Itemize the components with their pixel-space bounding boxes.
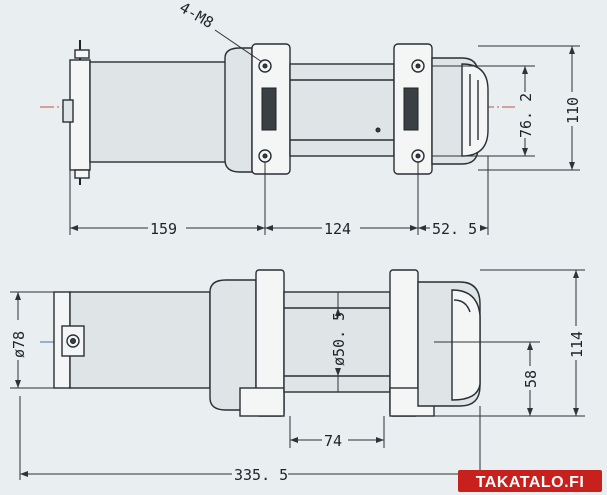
front-arrow-78-down — [15, 380, 21, 388]
dim-74-label: 74 — [324, 432, 342, 450]
dim-114-bg — [567, 326, 585, 360]
top-terminal-block — [62, 99, 74, 123]
top-drum — [289, 63, 395, 157]
top-arrow-110-up — [569, 46, 575, 54]
bolt-callout-label: 4-M8 — [176, 0, 216, 32]
front-view: ø78 ø50. 5 74 335. 5 58 — [9, 269, 586, 484]
top-arrow-5 — [418, 225, 426, 231]
dim-52-5-label: 52. 5 — [432, 220, 477, 238]
front-arrow-114-up — [573, 270, 579, 278]
top-gear-cover — [461, 63, 489, 157]
dim-76-2-bg — [516, 92, 534, 138]
front-arrow-58-up — [527, 342, 533, 350]
dia-50-5-label: ø50. 5 — [330, 312, 348, 366]
dim-335-5-label: 335. 5 — [234, 466, 288, 484]
top-arrow-3 — [265, 225, 273, 231]
front-arrow-114-down — [573, 408, 579, 416]
dim-159-bg — [148, 219, 186, 237]
watermark-badge: TAKATALO.FI — [458, 470, 602, 492]
front-arrow-58-down — [527, 408, 533, 416]
top-motor-body — [89, 61, 231, 163]
top-right-slot — [403, 87, 419, 131]
dim-114-label: 114 — [568, 331, 586, 358]
front-gear-rib — [453, 299, 471, 313]
top-arrow-1 — [70, 225, 78, 231]
front-arrow-74-right — [376, 437, 384, 443]
top-view: 4-M8 159 124 52. 5 76. 2 110 — [40, 0, 582, 238]
top-arrow-76-up — [522, 66, 528, 74]
dim-52-5-bg — [430, 219, 480, 237]
top-arrow-2 — [257, 225, 265, 231]
dim-74-bg — [322, 431, 348, 449]
top-arrow-6 — [480, 225, 488, 231]
front-gear-cover — [451, 289, 481, 401]
dim-58-bg — [521, 366, 539, 390]
front-arrow-74-left — [290, 437, 298, 443]
top-terminal-nut-lower — [74, 169, 90, 179]
top-bolt-center-2 — [262, 153, 268, 159]
front-arrow-50-up — [335, 308, 341, 316]
watermark-text: TAKATALO.FI — [476, 474, 585, 491]
top-arrow-4 — [410, 225, 418, 231]
top-arrow-76-down — [522, 148, 528, 156]
front-arrow-50-down — [335, 368, 341, 376]
front-arrow-78-up — [15, 292, 21, 300]
dia-78-label: ø78 — [10, 331, 28, 358]
dia-50-5-bg — [329, 318, 347, 368]
top-arrow-110-down — [569, 162, 575, 170]
top-left-slot — [261, 87, 277, 131]
dim-76-2-label: 76. 2 — [517, 93, 535, 138]
front-left-foot — [239, 387, 285, 417]
dim-159-label: 159 — [150, 220, 177, 238]
dim-124-bg — [322, 219, 360, 237]
front-terminal-center — [70, 338, 76, 344]
top-bolt-center-1 — [262, 63, 268, 69]
front-motor-body — [69, 291, 211, 389]
dim-110-bg — [563, 92, 581, 126]
dim-124-label: 124 — [324, 220, 351, 238]
top-bolt-center-3 — [415, 63, 421, 69]
watermark-background — [458, 470, 602, 492]
dim-110-label: 110 — [564, 97, 582, 124]
top-left-housing — [224, 47, 253, 173]
dia-78-bg — [9, 320, 27, 360]
bolt-callout-leader — [214, 29, 263, 63]
top-bolt-center-4 — [415, 153, 421, 159]
top-drum-marker — [375, 127, 381, 133]
dim-58-label: 58 — [522, 370, 540, 388]
top-terminal-nut-upper — [74, 49, 90, 59]
front-arrow-335-left — [20, 471, 28, 477]
dim-335-5-bg — [232, 465, 288, 483]
